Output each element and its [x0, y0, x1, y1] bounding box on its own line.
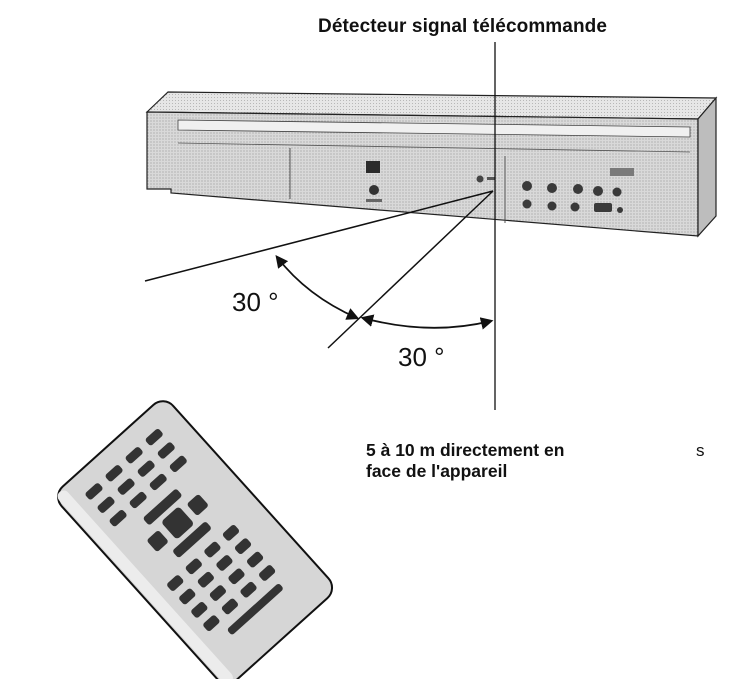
angle-left-label: 30 °	[232, 287, 279, 317]
dvd-recorder-icon	[145, 91, 718, 238]
angle-arc-right	[360, 314, 494, 330]
range-line-center	[327, 190, 494, 349]
distance-label-line-1: 5 à 10 m directement en	[366, 440, 565, 460]
angle-arc-left	[275, 255, 360, 320]
range-line-left	[144, 190, 494, 282]
angle-right-label: 30 °	[398, 342, 445, 372]
corner-mark: s	[696, 441, 705, 460]
distance-label: 5 à 10 m directement en face de l'appare…	[366, 440, 564, 482]
detector-label: Détecteur signal télécommande	[318, 16, 608, 37]
remote-control-icon	[57, 400, 334, 679]
distance-label-line-2: face de l'appareil	[366, 461, 508, 481]
